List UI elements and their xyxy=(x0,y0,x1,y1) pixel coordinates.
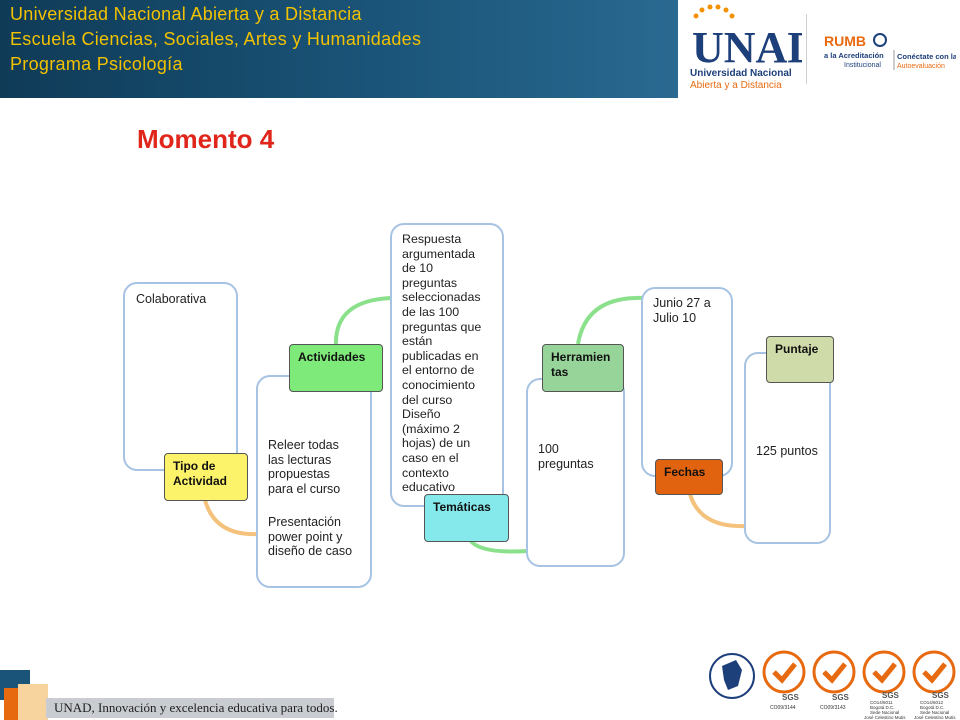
tipo-content: Colaborativa xyxy=(136,292,207,306)
cert-code-1: CO09/3144 xyxy=(770,705,796,711)
cert3-line2: Sede Nacional xyxy=(870,710,899,715)
sgs-mark-1: SGS xyxy=(782,693,800,702)
herramientas-label: Herramien tas xyxy=(542,344,624,392)
tematicas-content: Respuesta argumentada de 10 preguntas se… xyxy=(402,232,482,495)
sgs-mark-3: SGS xyxy=(882,691,900,700)
unad-sun-icon xyxy=(693,4,735,19)
cert3-line3: José Celestino Mutis xyxy=(864,715,906,720)
connector-tematicas xyxy=(468,538,529,554)
unad-name-line1: Universidad Nacional xyxy=(690,68,792,79)
tipo-content-box xyxy=(123,282,238,471)
fechas-content: Junio 27 a Julio 10 xyxy=(653,296,711,325)
fechas-content-box xyxy=(641,287,733,477)
connector-tipo xyxy=(203,499,259,537)
logo-area xyxy=(678,0,960,98)
tematicas-label: Temáticas xyxy=(424,494,509,542)
tipo-label: Tipo de Actividad xyxy=(164,453,248,501)
puntaje-content-box xyxy=(744,352,831,544)
unad-mark: UNAD xyxy=(692,23,802,72)
header-school: Escuela Ciencias, Sociales, Artes y Huma… xyxy=(10,29,422,49)
herramientas-content: 100 preguntas xyxy=(538,442,594,471)
puntaje-label: Puntaje xyxy=(766,336,834,383)
connector-herramientas xyxy=(576,295,644,345)
actividades-content-1: Releer todas las lecturas propuestas par… xyxy=(268,438,341,496)
header-banner: Universidad Nacional Abierta y a Distanc… xyxy=(0,0,678,98)
certifications: SGS CO09/3144 SGS CO09/3143 SGS CO14/601… xyxy=(709,650,956,720)
footer-slogan: UNAD, Innovación y excelencia educativa … xyxy=(54,700,338,715)
logo-divider xyxy=(806,14,807,84)
sgs-seal-2-icon: SGS CO09/3143 xyxy=(812,650,856,711)
actividades-label: Actividades xyxy=(289,344,383,392)
puntaje-content: 125 puntos xyxy=(756,444,818,458)
cert4-line3: José Celestino Mutis xyxy=(914,715,956,720)
sgs-seal-3-icon: SGS CO14/6011 Bogotá D.C. Sede Nacional … xyxy=(862,650,906,720)
header-university: Universidad Nacional Abierta y a Distanc… xyxy=(10,4,362,24)
herramientas-content-box xyxy=(526,378,625,567)
connector-fechas xyxy=(688,493,747,529)
unad-name-line2: Abierta y a Distancia xyxy=(690,80,782,91)
cert3-line1: Bogotá D.C. xyxy=(870,705,895,710)
colombia-map-seal-icon xyxy=(709,653,755,699)
rumbo-line2: Institucional xyxy=(844,62,881,69)
conectate-line2: Autoevaluación xyxy=(897,63,945,70)
rumbo-logo: RUMB a la Acreditación Institucional Con… xyxy=(824,33,956,70)
cert4-line2: Sede Nacional xyxy=(920,710,949,715)
sgs-seal-4-icon: SGS CO14/6012 Bogotá D.C. Sede Nacional … xyxy=(912,650,956,720)
cert4-line1: Bogotá D.C. xyxy=(920,705,945,710)
connector-actividades xyxy=(333,296,393,347)
actividades-content-2: Presentación power point y diseño de cas… xyxy=(268,515,353,559)
cert-code-4: CO14/6012 xyxy=(920,700,944,705)
cert-code-2: CO09/3143 xyxy=(820,705,846,711)
header-program: Programa Psicología xyxy=(10,54,183,74)
tematicas-content-box xyxy=(390,223,504,507)
sgs-seal-1-icon: SGS CO09/3144 xyxy=(762,650,806,711)
footer-strip xyxy=(46,698,334,718)
slide-title: Momento 4 xyxy=(137,124,275,154)
fechas-label: Fechas xyxy=(655,459,723,495)
rumbo-line1: a la Acreditación xyxy=(824,51,884,60)
sgs-mark-2: SGS xyxy=(832,693,850,702)
conectate-line1: Conéctate con la xyxy=(897,52,956,61)
cert-code-3: CO14/6011 xyxy=(870,700,893,705)
rumbo-compass-icon xyxy=(873,33,887,47)
unad-logo: UNAD Universidad Nacional Abierta y a Di… xyxy=(690,4,802,91)
actividades-content-box xyxy=(256,375,372,588)
footer-squares-icon xyxy=(0,670,48,720)
sgs-mark-4: SGS xyxy=(932,691,950,700)
rumbo-wordmark: RUMB xyxy=(824,33,866,49)
